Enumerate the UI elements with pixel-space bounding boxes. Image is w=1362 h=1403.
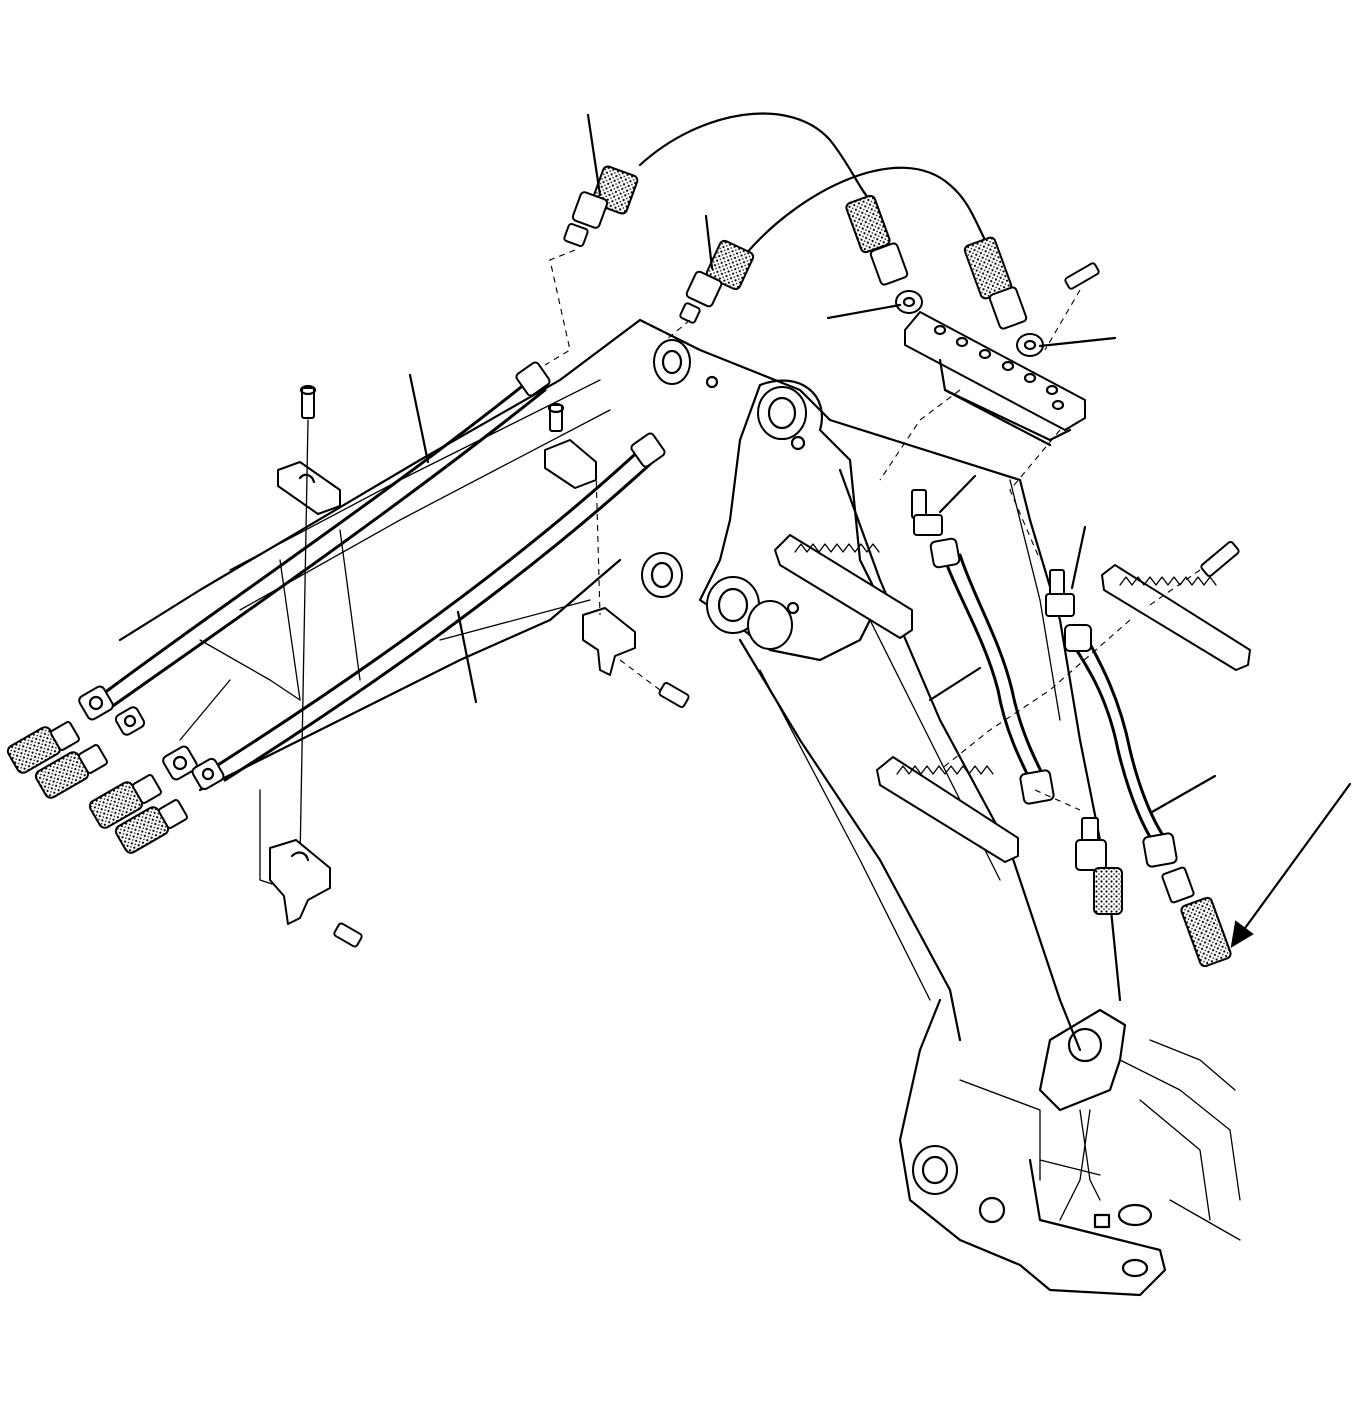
upper-clamp-bolt <box>301 387 315 419</box>
direction-arrow-head <box>1230 920 1254 948</box>
callout-leaders <box>408 113 1352 948</box>
left-end-fittings <box>6 685 225 854</box>
leader-line <box>928 666 982 702</box>
lower-long-pipe <box>208 443 647 772</box>
right-short-hoses <box>774 489 1251 968</box>
boom-foot-bracket <box>898 998 1167 1297</box>
clamp-bar-bolt <box>1200 541 1240 577</box>
pivot-pin-boss <box>653 339 691 385</box>
leader-line <box>704 214 714 270</box>
outer-flex-hose <box>638 112 872 202</box>
upper-pipe-nut <box>515 361 551 397</box>
boom-knuckle-plate <box>698 379 882 662</box>
leader-line <box>408 373 430 464</box>
leader-line <box>1070 525 1087 590</box>
lower-pipe-nut <box>630 432 666 468</box>
right-lower-clamp <box>582 607 636 676</box>
foot-pin-hole <box>912 1145 958 1195</box>
upper-clamp <box>277 461 341 515</box>
middle-clamp <box>544 439 597 489</box>
hose-mounting-bracket <box>879 262 1100 561</box>
clamp-bar-right <box>1101 564 1251 671</box>
short-hose-right <box>1068 638 1157 847</box>
middle-clamp-bolt <box>549 404 563 432</box>
left-clamps <box>259 384 690 948</box>
leader-line <box>826 303 902 320</box>
upper-pivot-hole <box>757 386 807 440</box>
boom-structure <box>118 318 1241 1297</box>
left-hose-assemblies <box>6 361 690 948</box>
upper-long-pipe <box>93 378 532 702</box>
lower-clamp-bolt <box>333 922 363 948</box>
leader-line <box>1150 774 1217 814</box>
leader-line <box>586 113 602 197</box>
leader-line <box>1038 336 1117 348</box>
leader-line <box>456 610 478 704</box>
direction-arrow-shaft <box>1238 782 1352 937</box>
clamp-bar-upper <box>774 534 913 639</box>
clamp-bar-lower <box>876 756 1019 863</box>
bracket-bolt <box>1064 262 1100 290</box>
inner-flex-hose <box>743 166 987 257</box>
leader-line <box>938 474 977 514</box>
upper-right-nut <box>1016 333 1044 357</box>
lower-clamp <box>269 839 331 925</box>
boom-upper-body <box>638 318 1032 522</box>
upper-left-nut <box>895 290 923 314</box>
top-flexible-hoses <box>544 112 1044 366</box>
short-hose-left <box>943 558 1037 792</box>
